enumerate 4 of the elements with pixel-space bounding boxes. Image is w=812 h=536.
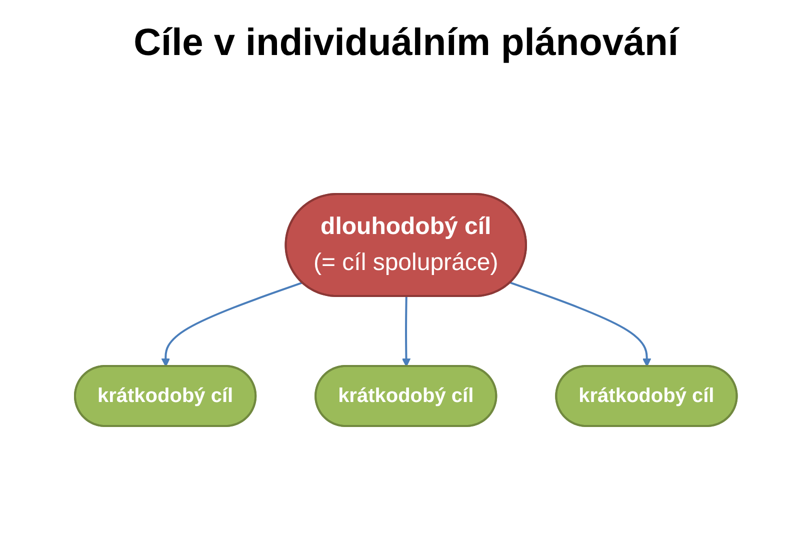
arrow [161, 282, 303, 367]
arrow [402, 296, 411, 367]
arrow [510, 282, 652, 367]
title: Cíle v individuálním plánování [132, 22, 680, 65]
